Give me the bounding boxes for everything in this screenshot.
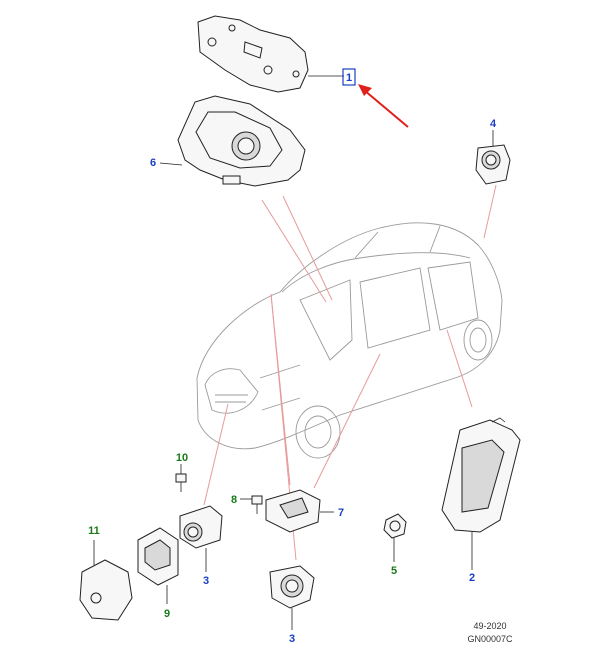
part-3-camera-bottom[interactable] [269,565,315,609]
part-6-camera-housing[interactable] [177,95,306,187]
red-arrow-icon [358,84,409,128]
callout-2[interactable]: 2 [469,572,475,584]
part-2-module[interactable] [441,417,521,533]
vehicle-outline [196,222,503,459]
callout-1[interactable]: 1 [346,72,352,84]
callout-8[interactable]: 8 [231,494,237,506]
part-7-bracket[interactable] [265,489,321,533]
part-5-nut[interactable] [383,513,407,539]
callout-10[interactable]: 10 [176,452,188,464]
part-9-bracket[interactable] [137,527,179,586]
callout-3-left[interactable]: 3 [203,575,209,587]
callout-1-highlight-box [342,68,356,86]
callout-labels: 1 6 4 10 8 7 11 3 9 5 2 3 [88,72,497,645]
callout-11[interactable]: 11 [88,525,100,537]
callout-6[interactable]: 6 [150,157,156,169]
drawing-number: GN00007C [467,634,513,644]
part-4-camera[interactable] [475,144,511,185]
callout-9[interactable]: 9 [164,608,170,620]
callout-7[interactable]: 7 [338,507,344,519]
part-10-screw[interactable] [175,473,187,492]
part-1-bracket[interactable] [197,15,309,93]
part-8-screw[interactable] [251,495,263,514]
callout-3-bottom[interactable]: 3 [289,633,295,645]
part-3-camera-left[interactable] [179,505,223,549]
callout-5[interactable]: 5 [391,565,397,577]
callout-4[interactable]: 4 [490,118,497,130]
date-code: 49-2020 [473,621,506,631]
part-11-cover[interactable] [79,559,133,621]
callout-leaders [93,75,494,630]
